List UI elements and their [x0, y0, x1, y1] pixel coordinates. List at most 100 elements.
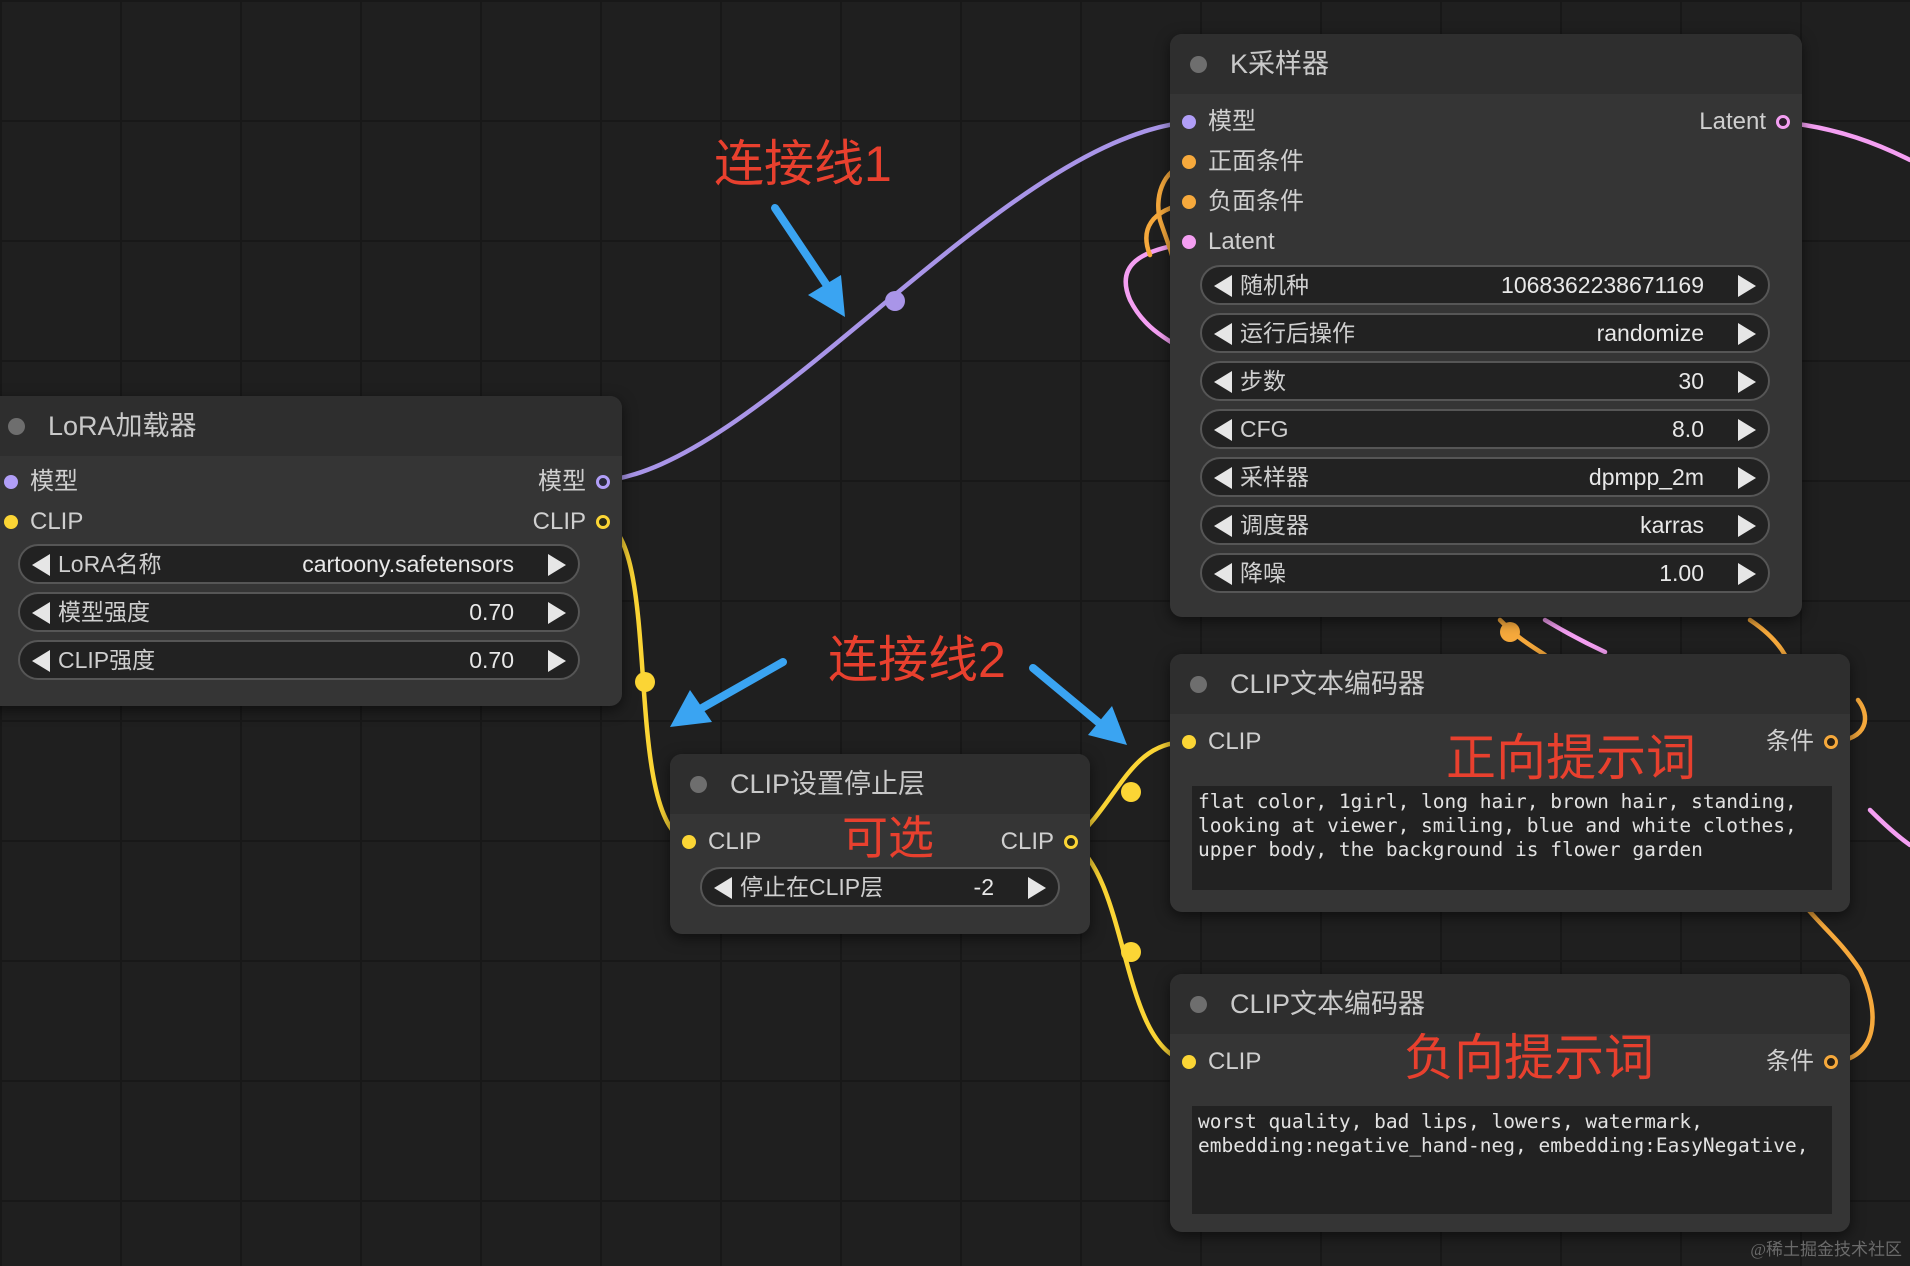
collapse-dot-icon[interactable]	[690, 776, 707, 793]
increment-arrow-icon[interactable]	[1738, 419, 1756, 441]
clip-wire-2-midpoint[interactable]	[1121, 782, 1141, 802]
clip-input-dot-icon[interactable]	[4, 515, 18, 529]
model-input-dot-icon[interactable]	[1182, 115, 1196, 129]
model-strength-widget[interactable]: 模型强度 0.70	[18, 592, 580, 632]
increment-arrow-icon[interactable]	[1738, 563, 1756, 585]
widget-label: 降噪	[1240, 560, 1286, 586]
widget-label: 采样器	[1240, 464, 1309, 490]
output-slot-clip[interactable]: CLIP	[490, 505, 610, 539]
sampler-widget[interactable]: 采样器 dpmpp_2m	[1200, 457, 1770, 497]
decrement-arrow-icon[interactable]	[32, 554, 50, 576]
latent-input-dot-icon[interactable]	[1182, 235, 1196, 249]
decrement-arrow-icon[interactable]	[32, 602, 50, 624]
conditioning-wire-tail-a[interactable]	[1497, 617, 1548, 658]
clip-input-dot-icon[interactable]	[1182, 735, 1196, 749]
clip-wire-3-midpoint[interactable]	[1121, 942, 1141, 962]
prompt-textarea[interactable]: flat color, 1girl, long hair, brown hair…	[1192, 786, 1832, 890]
increment-arrow-icon[interactable]	[1738, 323, 1756, 345]
node-title-bar[interactable]: LoRA加载器	[0, 396, 622, 456]
decrement-arrow-icon[interactable]	[1214, 515, 1232, 537]
latent-wire-tail[interactable]	[1542, 617, 1608, 655]
decrement-arrow-icon[interactable]	[1214, 419, 1232, 441]
slot-label: CLIP	[1208, 728, 1262, 755]
output-slot-latent[interactable]: Latent	[1650, 105, 1790, 139]
increment-arrow-icon[interactable]	[1738, 515, 1756, 537]
output-slot-clip[interactable]: CLIP	[958, 825, 1078, 859]
slot-label: 模型	[538, 468, 586, 495]
decrement-arrow-icon[interactable]	[1214, 371, 1232, 393]
clip-output-dot-icon[interactable]	[1064, 835, 1078, 849]
clip-set-last-layer-node[interactable]: CLIP设置停止层 CLIP CLIP 停止在CLIP层 -2	[670, 754, 1090, 934]
steps-widget[interactable]: 步数 30	[1200, 361, 1770, 401]
widget-value: dpmpp_2m	[1588, 464, 1704, 490]
conditioning-output-dot-icon[interactable]	[1824, 1055, 1838, 1069]
lora-name-widget[interactable]: LoRA名称 cartoony.safetensors	[18, 544, 580, 584]
scheduler-widget[interactable]: 调度器 karras	[1200, 505, 1770, 545]
slot-label: Latent	[1699, 108, 1766, 135]
denoise-widget[interactable]: 降噪 1.00	[1200, 553, 1770, 593]
node-title-bar[interactable]: CLIP文本编码器	[1170, 974, 1850, 1034]
node-title: CLIP文本编码器	[1230, 669, 1426, 699]
slot-label: CLIP	[30, 508, 84, 535]
decrement-arrow-icon[interactable]	[1214, 467, 1232, 489]
conditioning-input-dot-icon[interactable]	[1182, 195, 1196, 209]
ksampler-node[interactable]: K采样器 模型 正面条件 负面条件 Latent Latent 随机种 1068…	[1170, 34, 1802, 617]
clip-text-encode-positive-node[interactable]: CLIP文本编码器 CLIP 条件 flat color, 1girl, lon…	[1170, 654, 1850, 912]
widget-value: cartoony.safetensors	[302, 551, 514, 577]
lora-loader-node[interactable]: LoRA加载器 模型 CLIP 模型 CLIP LoRA名称 cartoony.…	[0, 396, 622, 706]
control-after-generate-widget[interactable]: 运行后操作 randomize	[1200, 313, 1770, 353]
conditioning-output-dot-icon[interactable]	[1824, 735, 1838, 749]
output-slot-conditioning[interactable]: 条件	[1718, 725, 1838, 759]
widget-label: 随机种	[1240, 272, 1309, 298]
output-slot-model[interactable]: 模型	[490, 465, 610, 499]
latent-output-dot-icon[interactable]	[1776, 115, 1790, 129]
widget-label: 停止在CLIP层	[740, 874, 884, 900]
decrement-arrow-icon[interactable]	[1214, 275, 1232, 297]
clip-input-dot-icon[interactable]	[682, 835, 696, 849]
increment-arrow-icon[interactable]	[548, 554, 566, 576]
increment-arrow-icon[interactable]	[1028, 877, 1046, 899]
increment-arrow-icon[interactable]	[1738, 275, 1756, 297]
latent-wire-right[interactable]	[1867, 807, 1910, 848]
stop-at-clip-layer-widget[interactable]: 停止在CLIP层 -2	[700, 867, 1060, 907]
node-title-bar[interactable]: CLIP设置停止层	[670, 754, 1090, 814]
model-wire[interactable]	[597, 119, 1192, 484]
node-title-bar[interactable]: K采样器	[1170, 34, 1802, 94]
slot-label: Latent	[1208, 228, 1275, 255]
widget-label: CLIP强度	[58, 647, 156, 673]
clip-strength-widget[interactable]: CLIP强度 0.70	[18, 640, 580, 680]
increment-arrow-icon[interactable]	[548, 650, 566, 672]
increment-arrow-icon[interactable]	[1738, 467, 1756, 489]
decrement-arrow-icon[interactable]	[1214, 563, 1232, 585]
model-input-dot-icon[interactable]	[4, 475, 18, 489]
increment-arrow-icon[interactable]	[548, 602, 566, 624]
collapse-dot-icon[interactable]	[1190, 56, 1207, 73]
decrement-arrow-icon[interactable]	[1214, 323, 1232, 345]
cfg-widget[interactable]: CFG 8.0	[1200, 409, 1770, 449]
clip-input-dot-icon[interactable]	[1182, 1055, 1196, 1069]
decrement-arrow-icon[interactable]	[32, 650, 50, 672]
annotation-arrow-link2-right	[1029, 664, 1127, 745]
clip-output-dot-icon[interactable]	[596, 515, 610, 529]
conditioning-input-dot-icon[interactable]	[1182, 155, 1196, 169]
increment-arrow-icon[interactable]	[1738, 371, 1756, 393]
decrement-arrow-icon[interactable]	[714, 877, 732, 899]
output-slot-conditioning[interactable]: 条件	[1718, 1045, 1838, 1079]
widget-label: 调度器	[1240, 512, 1309, 538]
prompt-textarea[interactable]: worst quality, bad lips, lowers, waterma…	[1192, 1106, 1832, 1214]
collapse-dot-icon[interactable]	[1190, 996, 1207, 1013]
clip-wire-1-midpoint[interactable]	[635, 672, 655, 692]
collapse-dot-icon[interactable]	[1190, 676, 1207, 693]
clip-text-encode-negative-node[interactable]: CLIP文本编码器 CLIP 条件 worst quality, bad lip…	[1170, 974, 1850, 1232]
model-output-dot-icon[interactable]	[596, 475, 610, 489]
collapse-dot-icon[interactable]	[8, 418, 25, 435]
node-title: CLIP设置停止层	[730, 769, 926, 799]
model-wire-midpoint[interactable]	[885, 291, 905, 311]
annotation-link2: 连接线2	[828, 632, 1006, 688]
slot-label: CLIP	[708, 828, 762, 855]
node-title-bar[interactable]: CLIP文本编码器	[1170, 654, 1850, 714]
widget-label: LoRA名称	[58, 551, 162, 577]
slot-label: 条件	[1766, 1048, 1814, 1075]
seed-widget[interactable]: 随机种 1068362238671169	[1200, 265, 1770, 305]
conditioning-wire-midpoint[interactable]	[1500, 622, 1520, 642]
